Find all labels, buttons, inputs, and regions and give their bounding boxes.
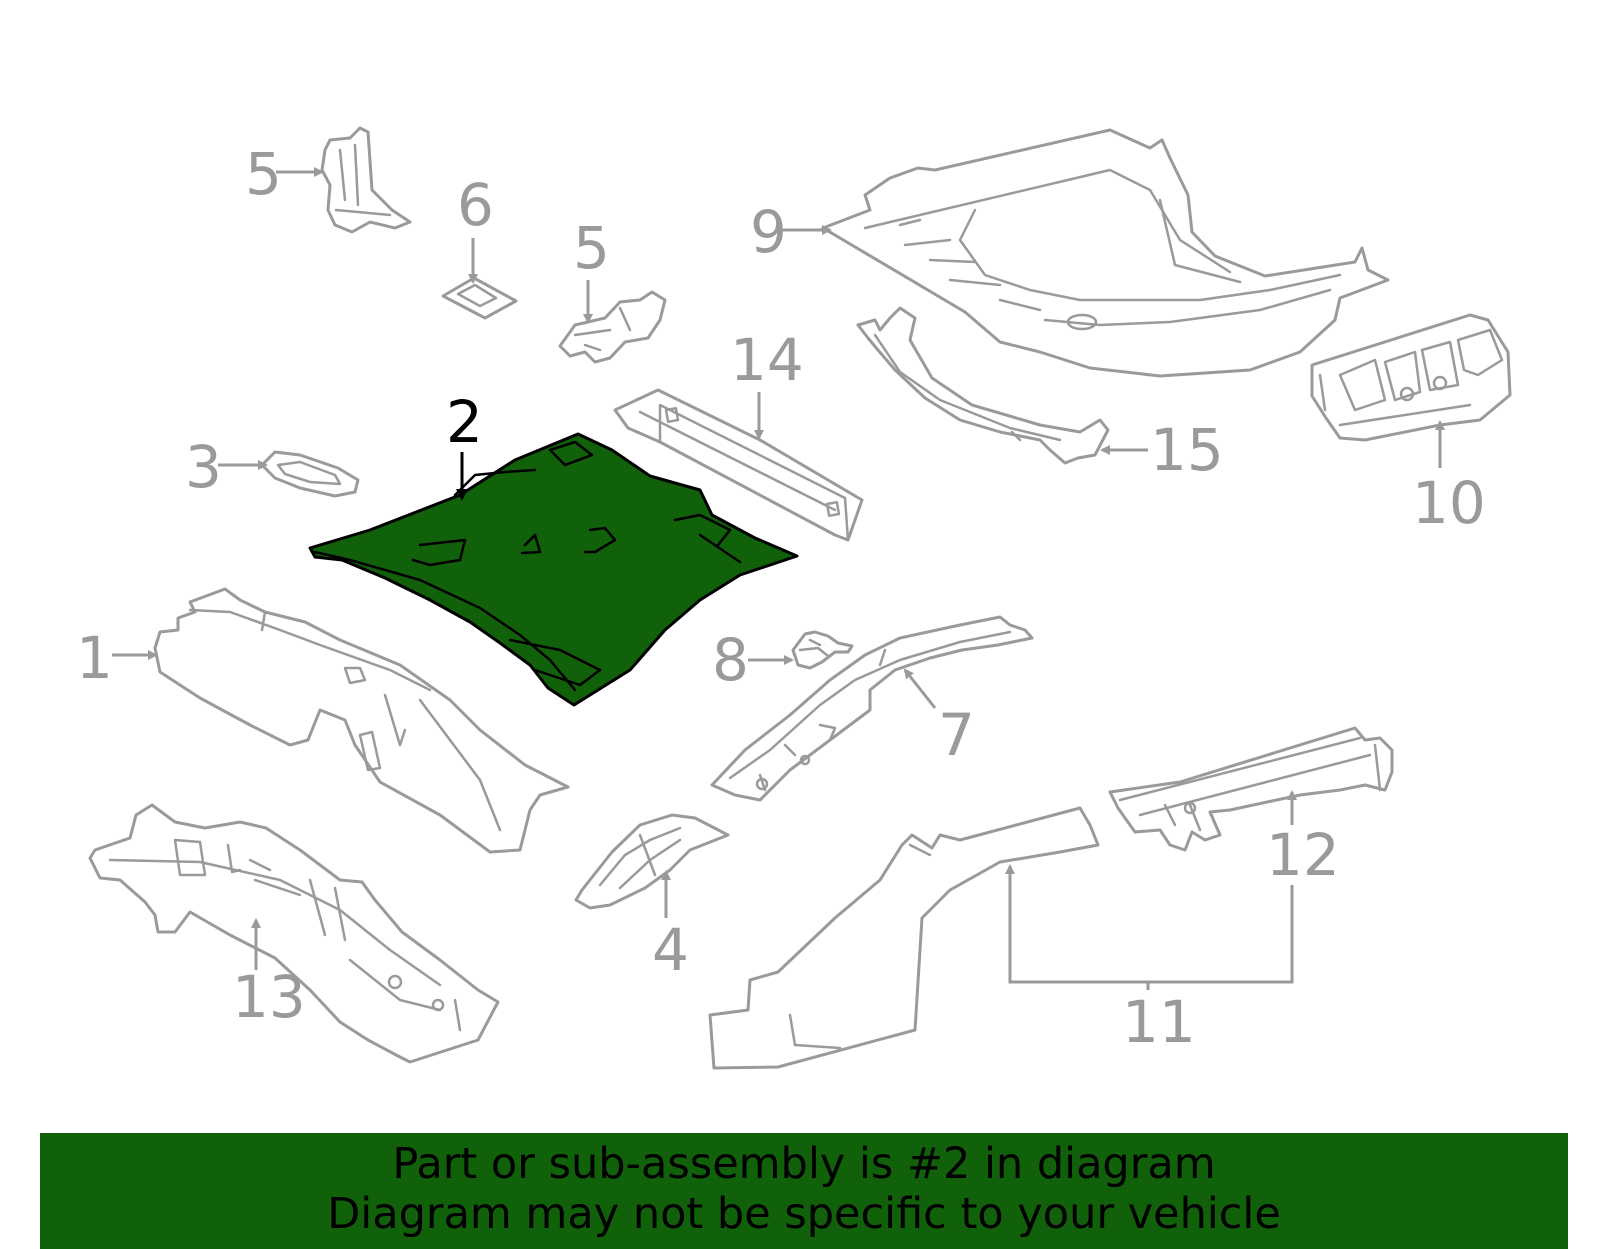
part-4-bracket[interactable] bbox=[574, 813, 730, 910]
callout-13: 13 bbox=[232, 963, 306, 1031]
part-1-side-rail[interactable] bbox=[153, 587, 570, 854]
part-12-rail-extension[interactable] bbox=[1108, 726, 1394, 852]
banner-line-1: Part or sub-assembly is #2 in diagram bbox=[392, 1139, 1216, 1189]
part-2-floor-pan-highlighted[interactable] bbox=[308, 432, 799, 707]
callout-6: 6 bbox=[457, 171, 494, 239]
banner-line-2: Diagram may not be specific to your vehi… bbox=[327, 1189, 1281, 1239]
part-8-small-bracket[interactable] bbox=[791, 630, 854, 670]
callout-15: 15 bbox=[1150, 416, 1224, 484]
callout-5-center: 5 bbox=[573, 214, 610, 282]
part-9-rear-floor-pan[interactable] bbox=[821, 128, 1390, 378]
part-3-grommet[interactable] bbox=[260, 450, 360, 498]
callout-4: 4 bbox=[652, 916, 689, 984]
callout-12: 12 bbox=[1266, 821, 1340, 889]
leader-lines bbox=[112, 167, 1445, 990]
callout-11: 11 bbox=[1122, 988, 1196, 1056]
part-10-rear-panel[interactable] bbox=[1310, 313, 1512, 442]
callout-10: 10 bbox=[1412, 469, 1486, 537]
callout-3: 3 bbox=[185, 433, 222, 501]
callout-9: 9 bbox=[750, 198, 787, 266]
callout-7: 7 bbox=[938, 701, 975, 769]
part-6-pad[interactable] bbox=[441, 276, 518, 320]
callout-8: 8 bbox=[712, 626, 749, 694]
part-11-quarter-inner[interactable] bbox=[708, 806, 1100, 1070]
part-13-frame-rail[interactable] bbox=[88, 803, 500, 1064]
part-7-rail[interactable] bbox=[710, 615, 1034, 802]
part-15-support-bar[interactable] bbox=[856, 306, 1110, 465]
callout-labels: 5 6 5 9 14 15 10 3 2 1 8 7 4 13 12 11 bbox=[76, 140, 1486, 1056]
part-5-upper-bracket[interactable] bbox=[320, 126, 412, 234]
callout-5-upper: 5 bbox=[245, 140, 282, 208]
info-banner: Part or sub-assembly is #2 in diagram Di… bbox=[40, 1133, 1568, 1249]
part-14-crossmember[interactable] bbox=[613, 388, 864, 542]
callout-1: 1 bbox=[76, 624, 113, 692]
callout-2: 2 bbox=[446, 388, 483, 456]
callout-14: 14 bbox=[730, 326, 804, 394]
part-5-center-bracket[interactable] bbox=[558, 290, 667, 364]
